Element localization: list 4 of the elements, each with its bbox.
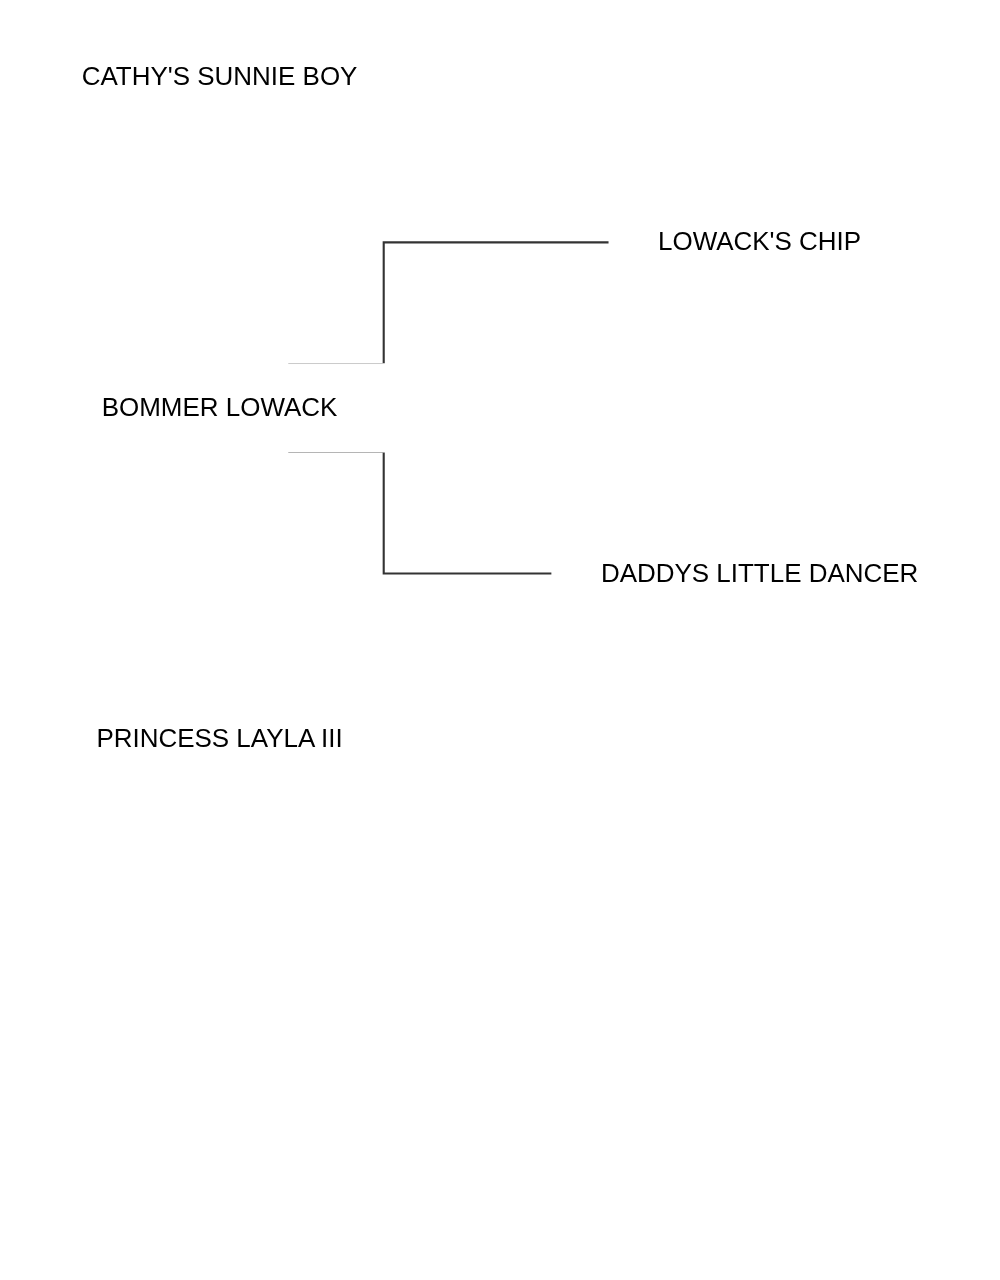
node-text: DADDYS LITTLE DANCER: [600, 558, 919, 587]
node-text: PRINCESS LAYLA III: [96, 724, 343, 752]
node-text: LOWACK'S CHIP: [658, 227, 862, 256]
node-text: CATHY'S SUNNIE BOY: [81, 62, 358, 90]
